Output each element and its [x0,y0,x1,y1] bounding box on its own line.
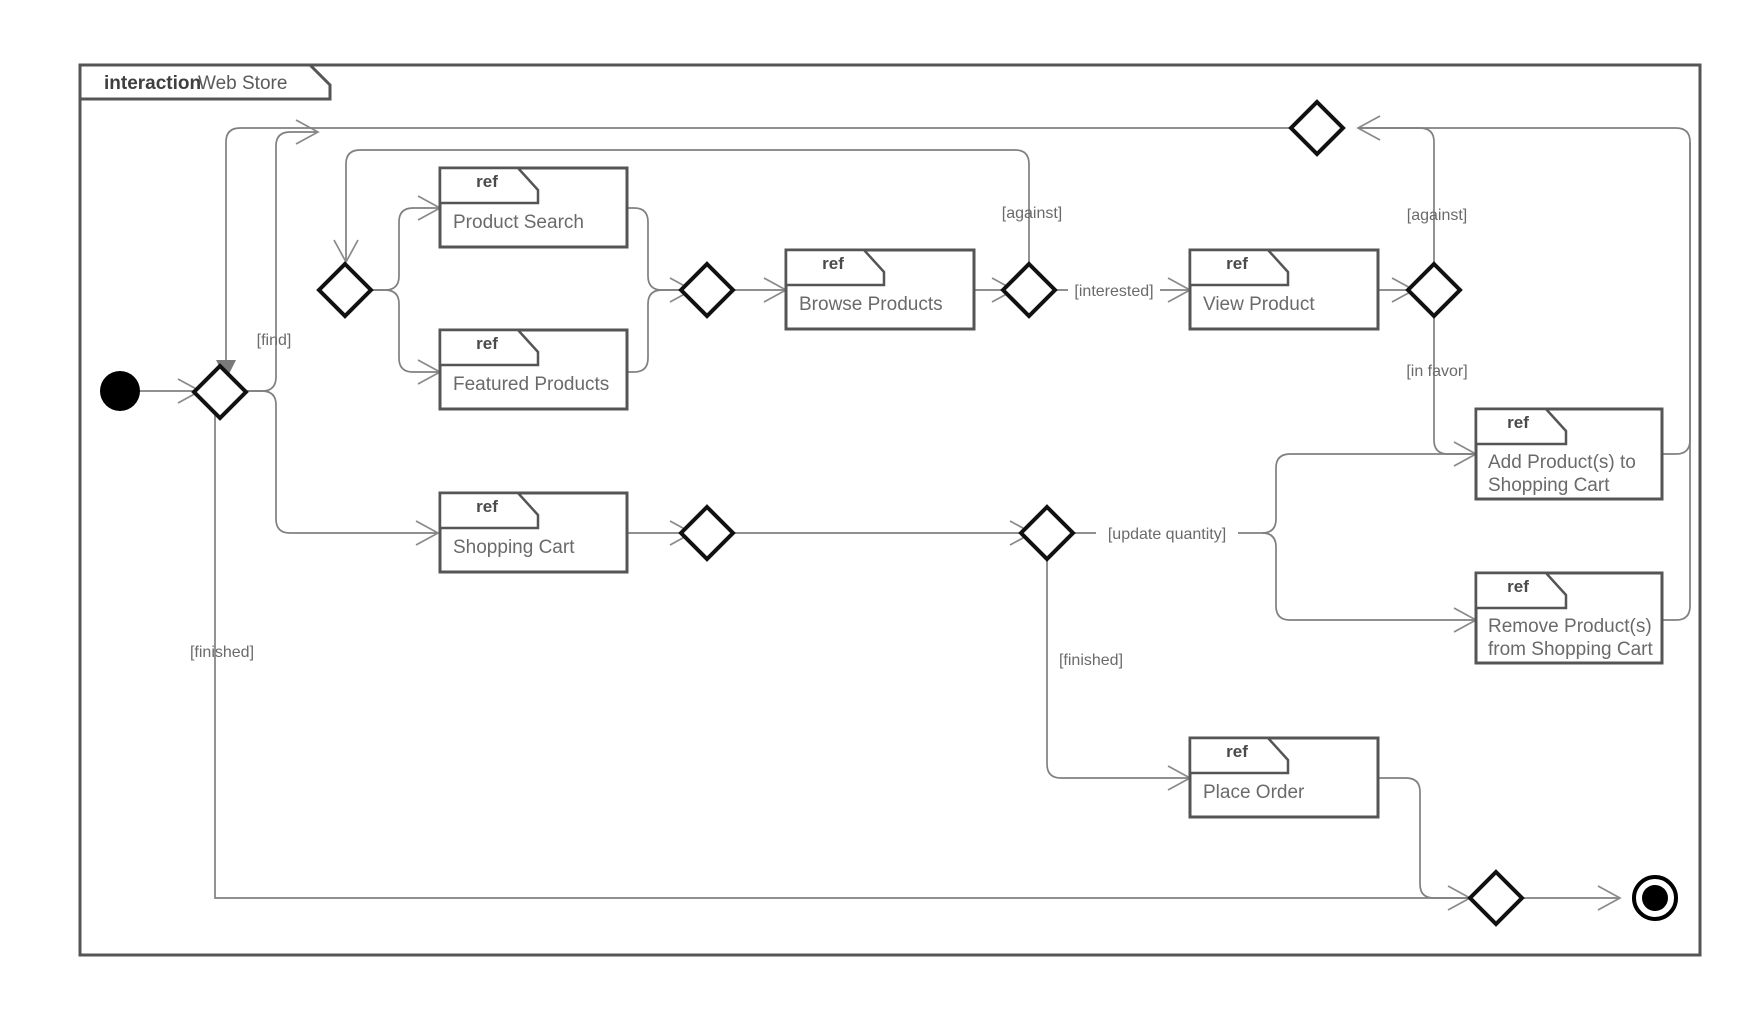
guard-finished-left: [finished] [190,644,254,661]
ref-keyword: ref [476,172,498,191]
merge-top-loop[interactable] [1288,99,1346,157]
edge-product-search-to-d3 [627,207,692,291]
ref-keyword: ref [476,497,498,516]
ref-keyword: ref [822,254,844,273]
ref-node-place-order[interactable]: ref Place Order [1188,736,1380,819]
ref-label-line2: Shopping Cart [1488,475,1610,496]
frame-keyword: interaction [104,73,201,94]
guard-finished-mid: [finished] [1059,652,1123,669]
ref-label-line1: Remove Product(s) [1488,616,1652,637]
ref-label: Featured Products [453,374,609,395]
flow-edges: [find] [finished] [against] [inte [135,115,1691,911]
ref-node-browse-products[interactable]: ref Browse Products [784,248,976,331]
edge-d1-find-to-d2 [230,131,318,392]
ref-node-shopping-cart[interactable]: ref Shopping Cart [438,491,629,574]
merge-search-loop[interactable] [316,261,374,319]
decision-interest[interactable] [1000,261,1058,319]
ref-node-featured-products[interactable]: ref Featured Products [438,328,629,411]
merge-product-lists[interactable] [678,261,736,319]
frame-title: Web Store [198,73,287,94]
decision-find-or-finished[interactable] [191,363,249,421]
edge-d2-to-featured-products [355,289,440,373]
arrowhead-shopping-cart-in [415,520,440,546]
edge-place-order-to-d9 [1378,777,1470,899]
guard-find: [find] [257,332,292,349]
edge-d4-against-to-d2 [345,149,1030,275]
edge-featured-products-to-d3 [627,289,692,373]
edge-d8-to-d1-loop [225,127,1298,362]
ref-keyword: ref [476,334,498,353]
edge-remove-products-to-rail [1662,142,1691,621]
ref-label: Product Search [453,212,584,233]
ref-label-line2: from Shopping Cart [1488,639,1653,660]
frame-tab [78,63,332,101]
ref-keyword: ref [1226,254,1248,273]
decision-cart-action[interactable] [1018,504,1076,562]
final-node-core [1642,885,1668,911]
guard-interested: [interested] [1074,283,1153,300]
edge-d7-update-to-remove-products [1261,532,1476,621]
ref-node-product-search[interactable]: ref Product Search [438,166,629,249]
guard-in-favor: [in favor] [1406,363,1467,380]
ref-label: Shopping Cart [453,537,575,558]
initial-node[interactable] [100,371,140,411]
guard-against-mid: [against] [1002,205,1062,222]
edge-d2-to-product-search [355,207,440,291]
edge-d1-to-shopping-cart [230,390,438,534]
ref-keyword: ref [1226,742,1248,761]
guard-against-right: [against] [1407,207,1467,224]
ref-keyword: ref [1507,413,1529,432]
guard-update-quantity: [update quantity] [1108,526,1226,543]
arrowhead-final-in [1597,885,1622,911]
ref-node-add-products[interactable]: ref Add Product(s) to Shopping Cart [1474,407,1664,501]
ref-node-view-product[interactable]: ref View Product [1188,248,1380,331]
arrowhead-d2-in-top [295,119,320,145]
ref-node-remove-products[interactable]: ref Remove Product(s) from Shopping Cart [1474,571,1664,665]
edge-d7-finished-to-place-order [1046,548,1190,779]
edge-d7-update-to-add-products [1062,453,1476,534]
edge-d1-finished-to-d9 [214,406,1470,899]
merge-final[interactable] [1467,869,1525,927]
ref-label: Place Order [1203,782,1305,803]
ref-label-line1: Add Product(s) to [1488,452,1636,473]
arrowhead-d2-in-upper [333,239,359,264]
merge-cart-entry[interactable] [678,504,736,562]
ref-keyword: ref [1507,577,1529,596]
ref-label: Browse Products [799,294,943,315]
decision-favor[interactable] [1405,261,1463,319]
interaction-frame [78,63,1702,957]
ref-label: View Product [1203,294,1315,315]
